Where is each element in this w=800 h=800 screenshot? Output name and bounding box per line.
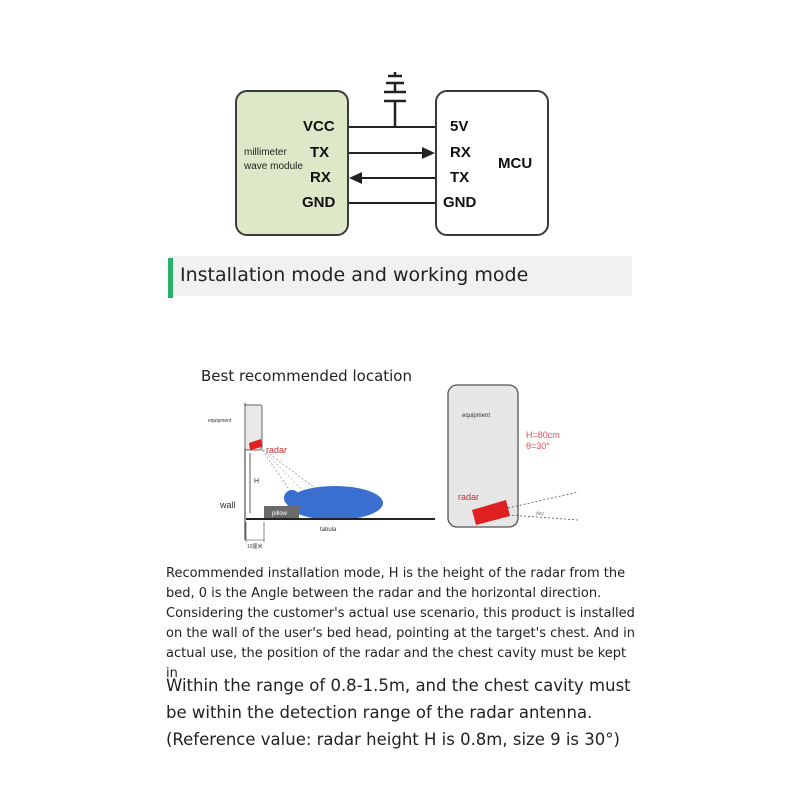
bed-installation-illustration: equipment radar H wall pillow tabula 10厘…	[208, 403, 435, 550]
wall-label: wall	[219, 500, 236, 510]
section-accent-bar	[168, 258, 173, 298]
angle-illustration: equipment H=80cm θ=30° radar day	[447, 384, 579, 528]
section-title: Installation mode and working mode	[180, 264, 529, 286]
desc-line: Recommended installation mode, H is the …	[166, 566, 626, 581]
mcu-pin-gnd: GND	[443, 194, 477, 211]
section-header	[168, 256, 632, 296]
mcu-box	[435, 90, 549, 236]
pillow	[264, 506, 299, 519]
capacitor-icon	[384, 72, 406, 127]
body-torso	[287, 486, 383, 520]
arrow-right-icon	[422, 147, 435, 159]
module-pin-tx: TX	[310, 144, 330, 161]
description-small: Recommended installation mode, H is the …	[166, 564, 636, 684]
day-label: day	[536, 511, 545, 517]
radar-device-icon	[472, 500, 510, 525]
distance-label: 10厘米	[247, 543, 263, 550]
h-value: H=80cm	[526, 430, 560, 440]
mcu-name: MCU	[498, 155, 533, 172]
equipment-box	[244, 404, 263, 451]
equipment-label: equipment	[208, 418, 232, 424]
arrow-left-icon	[349, 172, 362, 184]
radar-label: radar	[266, 445, 287, 455]
desc-line: bed, 0 is the Angle between the radar an…	[166, 586, 602, 601]
h-label: H	[254, 478, 259, 485]
desc-large-line: Within the range of 0.8-1.5m, and the ch…	[166, 676, 631, 695]
desc-line: Considering the customer's actual use sc…	[166, 606, 635, 621]
desc-large-line: be within the detection range of the rad…	[166, 703, 593, 722]
pillow-label: pillow	[272, 511, 288, 517]
equipment-panel	[447, 384, 519, 528]
module-name-line1: millimeter	[244, 147, 287, 158]
radar-label-right: radar	[458, 492, 479, 502]
mcu-pin-5v: 5V	[450, 118, 469, 135]
recommended-title: Best recommended location	[201, 367, 412, 385]
wiring-lines	[349, 72, 435, 204]
mcu-pin-rx: RX	[450, 144, 471, 161]
module-box	[235, 90, 349, 236]
theta-value: θ=30°	[526, 441, 550, 451]
desc-line: actual use, the position of the radar an…	[166, 646, 627, 681]
desc-line: on the wall of the user's bed head, poin…	[166, 626, 636, 641]
tabula-label: tabula	[320, 527, 337, 533]
module-pin-gnd: GND	[302, 194, 336, 211]
desc-large-line: (Reference value: radar height H is 0.8m…	[166, 730, 620, 749]
radar-icon	[249, 439, 262, 450]
description-large: Within the range of 0.8-1.5m, and the ch…	[166, 672, 636, 753]
module-pin-rx: RX	[310, 169, 331, 186]
module-name-line2: wave module	[244, 161, 303, 172]
mcu-pin-tx: TX	[450, 169, 470, 186]
module-pin-vcc: VCC	[303, 118, 335, 135]
equipment-label-right: equipment	[462, 413, 490, 419]
